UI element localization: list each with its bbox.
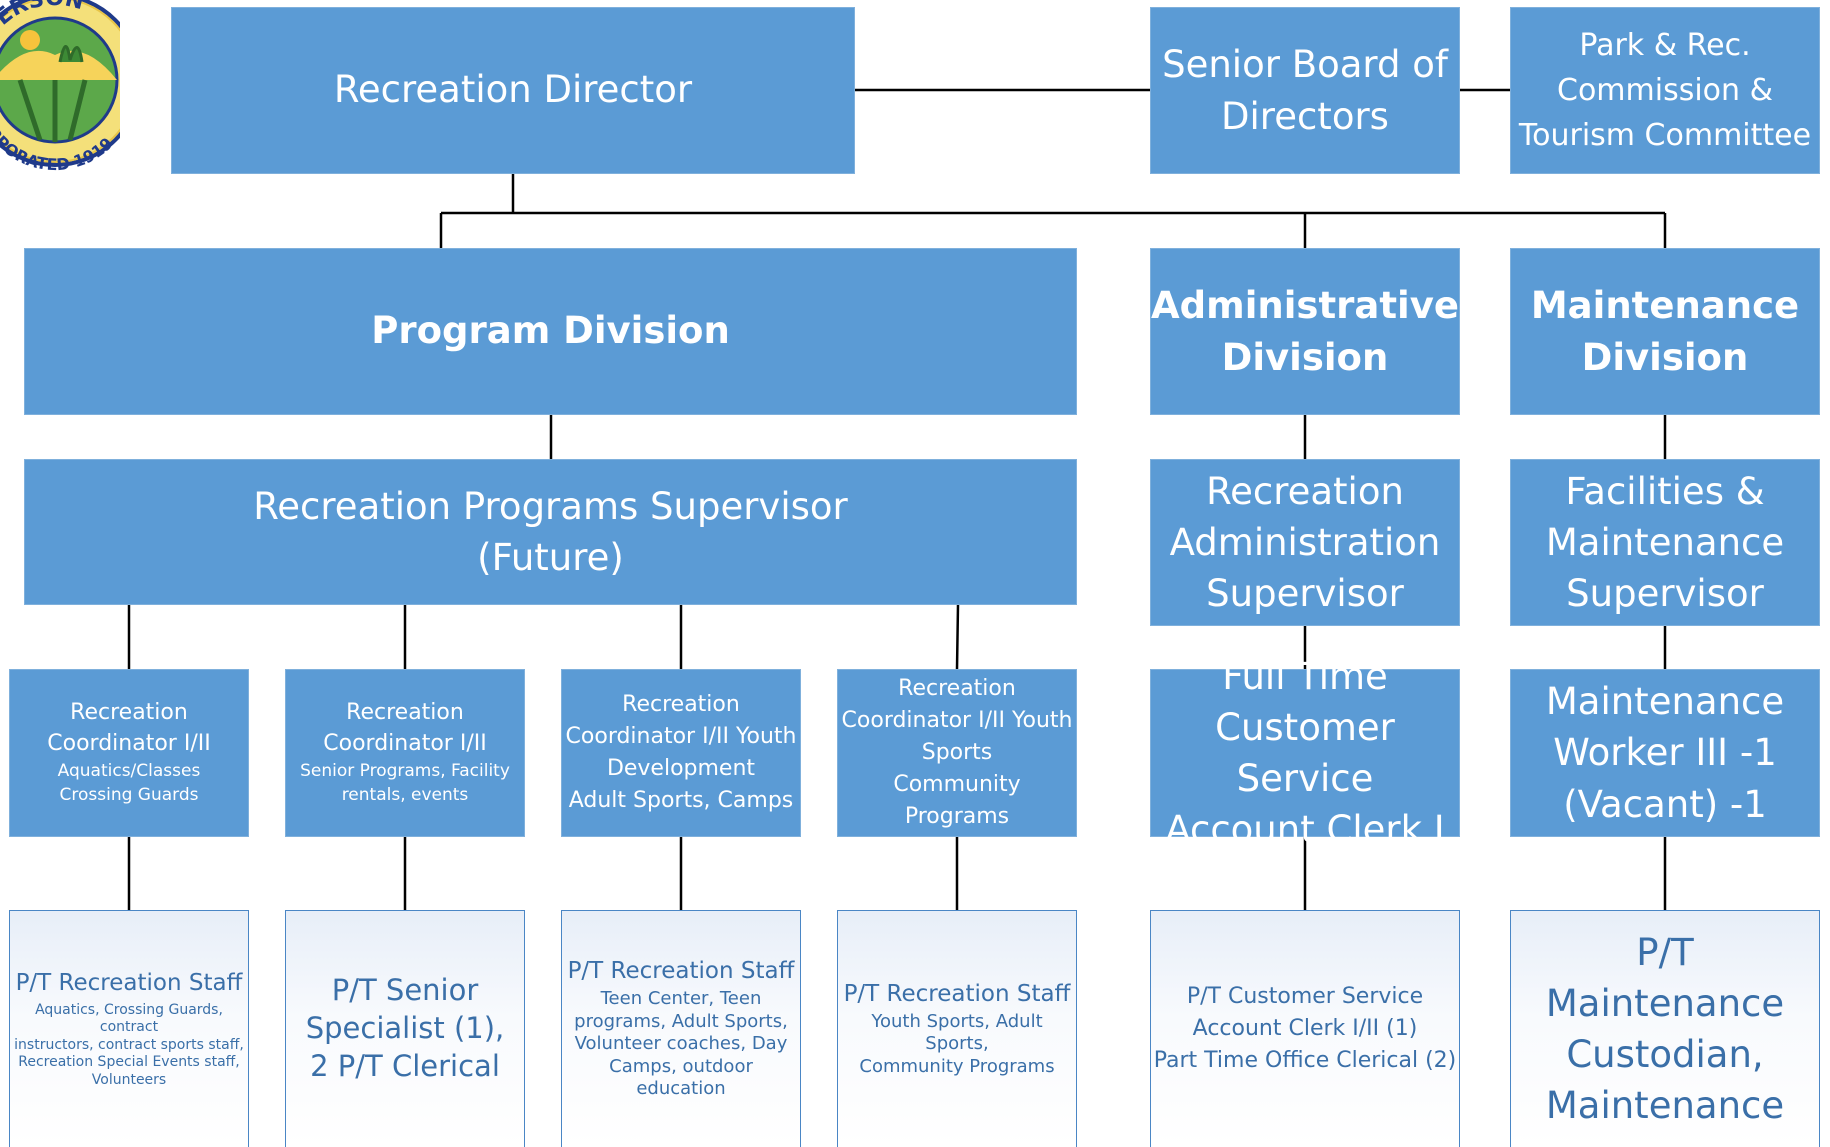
staff-title-line: Specialist (1),	[305, 1011, 505, 1046]
coordinator-title-line: Recreation	[346, 700, 464, 726]
senior-board-box: Senior Board of Directors	[1150, 7, 1460, 174]
maint-worker-line-1: Maintenance	[1545, 680, 1785, 724]
staff-title-line: Part Time Office Clerical (2)	[1153, 1047, 1457, 1073]
staff-detail-line: Volunteer coaches, Day	[574, 1033, 788, 1055]
coordinator-title-line: Coordinator I/II Youth	[841, 708, 1073, 734]
staff-detail-line: instructors, contract sports staff,	[14, 1036, 244, 1053]
coordinator-title-line: Coordinator I/II	[323, 731, 487, 757]
coordinator-detail-line: rentals, events	[341, 784, 469, 805]
senior-board-line-2: Directors	[1221, 94, 1389, 138]
pt-staff-box-maintenance: P/T Maintenance Custodian, Maintenance	[1510, 910, 1820, 1147]
clerk-line-1: Full Time	[1222, 654, 1388, 698]
recreation-administration-supervisor-box: Recreation Administration Supervisor	[1150, 459, 1460, 626]
staff-title-line: Account Clerk I/II (1)	[1192, 1016, 1418, 1042]
clerk-line-3: Account Clerk I	[1165, 808, 1445, 852]
coordinator-title-line: Sports	[921, 740, 993, 766]
staff-detail-line: programs, Adult Sports,	[574, 1010, 788, 1032]
staff-title-line: P/T Customer Service	[1186, 984, 1424, 1010]
admin-supervisor-line-1: Recreation	[1206, 469, 1404, 513]
programs-supervisor-line-2: (Future)	[477, 536, 624, 579]
recreation-director-label: Recreation Director	[333, 68, 693, 112]
staff-detail-line: Youth Sports, Adult Sports,	[871, 1010, 1043, 1055]
facilities-maintenance-supervisor-box: Facilities & Maintenance Supervisor	[1510, 459, 1820, 626]
park-rec-line-2: Commission &	[1557, 73, 1773, 108]
administrative-division-line-2: Division	[1221, 335, 1389, 379]
park-rec-commission-box: Park & Rec. Commission & Tourism Committ…	[1510, 7, 1820, 174]
city-seal-icon: PATTERSON INCORPORATED 1919	[0, 0, 120, 174]
maintenance-division-line-1: Maintenance	[1530, 284, 1800, 328]
coordinator-detail-line: Aquatics/Classes	[57, 761, 201, 781]
program-division-label: Program Division	[371, 309, 730, 353]
program-division-box: Program Division	[24, 248, 1077, 415]
programs-supervisor-line-1: Recreation Programs Supervisor	[253, 484, 848, 528]
staff-detail-line: Volunteers	[91, 1071, 167, 1088]
staff-detail-line: Teen Center, Teen	[600, 988, 762, 1010]
park-rec-line-1: Park & Rec.	[1579, 28, 1751, 63]
facilities-supervisor-line-2: Maintenance	[1545, 520, 1785, 564]
admin-supervisor-line-2: Administration	[1169, 520, 1441, 564]
coordinator-title-line: Coordinator I/II	[47, 731, 211, 757]
staff-title-line: Custodian,	[1566, 1033, 1764, 1076]
facilities-supervisor-line-1: Facilities &	[1565, 469, 1765, 513]
coordinator-title-line: Programs	[904, 803, 1010, 829]
maintenance-worker-box: Maintenance Worker III -1 (Vacant) -1	[1510, 669, 1820, 837]
staff-title-line: P/T Recreation Staff	[843, 980, 1071, 1007]
staff-title-line: Maintenance	[1545, 1084, 1785, 1128]
pt-staff-box-senior: P/T Senior Specialist (1), 2 P/T Clerica…	[285, 910, 525, 1147]
pt-staff-box-youth-sports: P/T Recreation Staff Youth Sports, Adult…	[837, 910, 1077, 1147]
senior-board-line-1: Senior Board of	[1162, 43, 1448, 87]
staff-detail-line: Community Programs	[859, 1055, 1055, 1077]
administrative-division-line-1: Administrative	[1151, 284, 1459, 328]
maint-worker-line-3: (Vacant) -1	[1563, 782, 1767, 826]
recreation-director-box: Recreation Director	[171, 7, 855, 174]
coordinator-title-line: Recreation	[898, 676, 1016, 702]
coordinator-detail-line: Senior Programs, Facility	[300, 761, 510, 781]
coordinator-box-youth-sports: Recreation Coordinator I/II Youth Sports…	[837, 669, 1077, 837]
staff-title-line: P/T Senior	[331, 973, 479, 1008]
facilities-supervisor-line-3: Supervisor	[1566, 572, 1764, 616]
pt-staff-box-teen: P/T Recreation Staff Teen Center, Teen p…	[561, 910, 801, 1147]
staff-detail-line: Camps, outdoor education	[609, 1055, 753, 1100]
coordinator-detail-line: Crossing Guards	[59, 784, 199, 805]
coordinator-title-line: Community	[893, 771, 1021, 797]
staff-title-line: 2 P/T Clerical	[310, 1048, 500, 1083]
staff-detail-line: Aquatics, Crossing Guards, contract	[35, 1001, 223, 1036]
coordinator-title-line: Recreation	[70, 700, 188, 726]
maint-worker-line-2: Worker III -1	[1553, 731, 1777, 775]
staff-detail-line: Recreation Special Events staff,	[18, 1054, 240, 1071]
park-rec-line-3: Tourism Committee	[1518, 118, 1812, 153]
staff-title-line: P/T Recreation Staff	[567, 958, 795, 985]
coordinator-box-youth-development: Recreation Coordinator I/II Youth Develo…	[561, 669, 801, 837]
administrative-division-box: Administrative Division	[1150, 248, 1460, 415]
maintenance-division-line-2: Division	[1581, 335, 1749, 379]
coordinator-box-senior-programs: Recreation Coordinator I/II Senior Progr…	[285, 669, 525, 837]
admin-supervisor-line-3: Supervisor	[1206, 572, 1404, 616]
account-clerk-box: Full Time Customer Service Account Clerk…	[1150, 655, 1460, 851]
recreation-programs-supervisor-box: Recreation Programs Supervisor (Future)	[24, 459, 1077, 605]
pt-staff-box-customer-service: P/T Customer Service Account Clerk I/II …	[1150, 910, 1460, 1147]
coordinator-box-aquatics: Recreation Coordinator I/II Aquatics/Cla…	[9, 669, 249, 837]
coordinator-title-line: Coordinator I/II Youth	[565, 724, 797, 750]
staff-title-line: P/T Maintenance	[1545, 930, 1785, 1025]
staff-title-line: P/T Recreation Staff	[15, 969, 243, 996]
coordinator-title-line: Adult Sports, Camps	[568, 787, 794, 813]
pt-staff-box-aquatics: P/T Recreation Staff Aquatics, Crossing …	[9, 910, 249, 1147]
clerk-line-2: Customer Service	[1215, 705, 1395, 800]
maintenance-division-box: Maintenance Division	[1510, 248, 1820, 415]
coordinator-title-line: Recreation	[622, 692, 740, 718]
coordinator-title-line: Development	[606, 756, 756, 781]
